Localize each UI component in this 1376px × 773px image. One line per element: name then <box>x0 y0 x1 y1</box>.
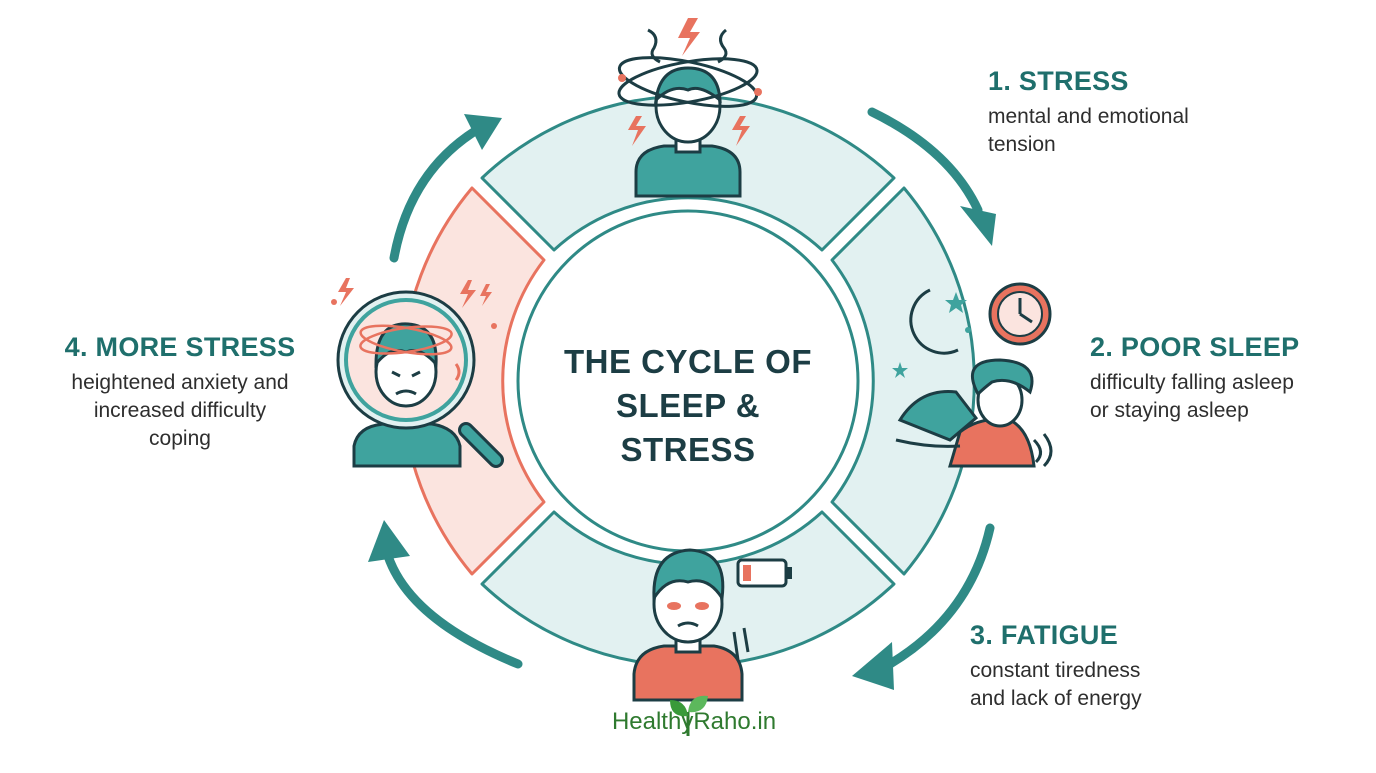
arrow-stress-to-sleep-head <box>960 206 996 246</box>
arrow-sleep-to-fatigue-head <box>852 642 894 690</box>
step-title: 2. POOR SLEEP <box>1090 332 1300 362</box>
ring-segment-poor-sleep <box>830 186 976 576</box>
tired-person-icon <box>632 548 792 702</box>
step-title: 1. STRESS <box>988 66 1129 96</box>
low-battery-icon <box>736 558 792 588</box>
moon-icon <box>909 288 959 355</box>
cycle-arrows <box>368 107 996 690</box>
sleepless-person-icon <box>892 282 1053 468</box>
arrow-fatigue-to-more-head <box>368 520 410 562</box>
arrow-fatigue-to-more <box>383 551 523 669</box>
arrow-stress-to-sleep <box>867 107 983 215</box>
step-stress-label: 1. STRESS mental and emotional tension <box>988 66 1189 159</box>
brand-name: HealthyRaho.in <box>611 708 777 735</box>
sprout-icon <box>670 695 708 736</box>
arrow-more-to-stress <box>389 123 485 263</box>
step-poor-sleep-label: 2. POOR SLEEP difficulty falling asleep … <box>1090 332 1299 425</box>
step-description: heightened anxiety and increased difficu… <box>71 371 289 450</box>
stressed-person-icon <box>617 18 762 198</box>
step-more-stress-label: 4. MORE STRESS heightened anxiety and in… <box>30 332 330 453</box>
step-fatigue-label: 3. FATIGUE constant tiredness and lack o… <box>970 620 1142 713</box>
step-description: mental and emotional tension <box>988 105 1189 156</box>
step-title: 4. MORE STRESS <box>64 332 296 362</box>
brand: HealthyRaho.in <box>604 708 784 736</box>
arrow-sleep-to-fatigue <box>885 523 995 669</box>
step-title: 3. FATIGUE <box>970 620 1119 650</box>
clock-icon <box>988 282 1052 346</box>
star-icon <box>892 362 908 378</box>
step-description: difficulty falling asleep or staying asl… <box>1090 371 1294 422</box>
magnified-anxious-person-icon <box>331 278 504 468</box>
center-title: THE CYCLE OF SLEEP & STRESS <box>563 343 812 468</box>
step-description: constant tiredness and lack of energy <box>970 659 1142 710</box>
star-icon <box>945 292 967 313</box>
arrow-more-to-stress-head <box>464 114 502 150</box>
